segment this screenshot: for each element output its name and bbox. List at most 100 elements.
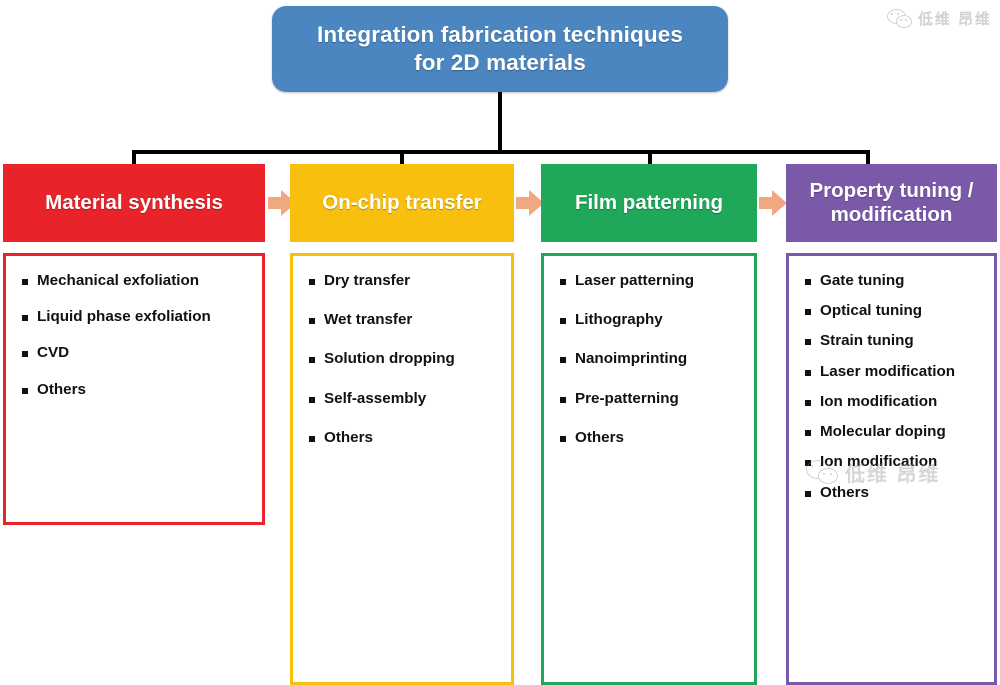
- bullet-icon: [805, 279, 811, 285]
- flow-arrow-2: [516, 190, 544, 216]
- column-header-line1: Property tuning /: [809, 179, 974, 203]
- list-item[interactable]: Others: [307, 429, 501, 447]
- list-item-label: Solution dropping: [324, 350, 455, 368]
- column-body-material-synthesis: Mechanical exfoliation Liquid phase exfo…: [3, 253, 265, 525]
- list-item-label: Wet transfer: [324, 311, 413, 329]
- list-item-label: Laser modification: [820, 362, 956, 380]
- list-item[interactable]: Optical tuning: [803, 302, 984, 320]
- column-header-material-synthesis[interactable]: Material synthesis: [3, 164, 265, 242]
- bullet-icon: [22, 387, 28, 394]
- list-item[interactable]: CVD: [20, 344, 252, 362]
- arrow-shaft: [759, 197, 774, 209]
- bullet-icon: [560, 318, 566, 325]
- arrow-shaft: [516, 197, 531, 209]
- column-body-film-patterning: Laser patterning Lithography Nanoimprint…: [541, 253, 757, 685]
- bullet-icon: [805, 369, 811, 376]
- list-item[interactable]: Others: [20, 381, 252, 399]
- bullet-icon: [22, 351, 28, 358]
- column-property-tuning: Property tuning / modification Gate tuni…: [786, 164, 997, 685]
- list-item[interactable]: Gate tuning: [803, 272, 984, 290]
- list-item[interactable]: Solution dropping: [307, 350, 501, 368]
- list-item-label: Others: [820, 483, 869, 501]
- list-item-label: Others: [324, 428, 373, 446]
- bullet-icon: [309, 396, 315, 403]
- column-film-patterning: Film patterning Laser patterning Lithogr…: [541, 164, 757, 685]
- list-item-label: Gate tuning: [820, 272, 905, 289]
- root-title-line2: for 2D materials: [414, 50, 586, 75]
- watermark-top-right: 低维 昂维: [886, 8, 992, 29]
- bullet-icon: [22, 279, 28, 285]
- bullet-icon: [560, 357, 566, 364]
- root-title-text: Integration fabrication techniques for 2…: [303, 21, 697, 77]
- bullet-icon: [309, 435, 315, 442]
- list-item[interactable]: Ion modification: [803, 453, 984, 471]
- list-item-label: Pre-patterning: [575, 389, 679, 407]
- bullet-icon: [22, 315, 28, 322]
- column-header-on-chip-transfer[interactable]: On-chip transfer: [290, 164, 514, 242]
- list-item-label: Laser patterning: [575, 272, 694, 289]
- column-header-property-tuning[interactable]: Property tuning / modification: [786, 164, 997, 242]
- list-item[interactable]: Strain tuning: [803, 332, 984, 350]
- list-item[interactable]: Others: [558, 429, 744, 447]
- list-item-label: Lithography: [575, 311, 663, 329]
- list-item[interactable]: Molecular doping: [803, 423, 984, 441]
- arrow-shaft: [268, 197, 283, 209]
- list-item-label: Others: [575, 428, 624, 446]
- list-item-label: Nanoimprinting: [575, 350, 688, 368]
- list-item-label: Self-assembly: [324, 389, 427, 407]
- bullet-icon: [309, 318, 315, 325]
- root-title-line1: Integration fabrication techniques: [317, 22, 683, 48]
- list-item-label: Dry transfer: [324, 272, 411, 289]
- column-body-property-tuning: Gate tuning Optical tuning Strain tuning…: [786, 253, 997, 685]
- connector-drop-col-1: [132, 150, 136, 166]
- list-item[interactable]: Laser patterning: [558, 272, 744, 290]
- list-item[interactable]: Wet transfer: [307, 311, 501, 329]
- list-item-label: Ion modification: [820, 392, 938, 410]
- bullet-icon: [805, 339, 811, 346]
- column-material-synthesis: Material synthesis Mechanical exfoliatio…: [3, 164, 265, 525]
- bullet-icon: [805, 430, 811, 437]
- connector-horizontal-bus: [132, 150, 870, 154]
- list-item-label: Molecular doping: [820, 423, 946, 441]
- flow-arrow-3: [759, 190, 787, 216]
- list-item-label: Ion modification: [820, 453, 938, 471]
- list-item-label: Others: [37, 380, 86, 398]
- list-item[interactable]: Ion modification: [803, 393, 984, 411]
- root-title-box: Integration fabrication techniques for 2…: [272, 6, 728, 92]
- column-header-label: On-chip transfer: [322, 191, 482, 215]
- list-item[interactable]: Lithography: [558, 311, 744, 329]
- list-item-label: Liquid phase exfoliation: [37, 308, 211, 326]
- arrow-head-icon: [529, 190, 544, 216]
- bullet-icon: [805, 399, 811, 406]
- wechat-logo-icon: [886, 8, 913, 29]
- list-item[interactable]: Nanoimprinting: [558, 350, 744, 368]
- list-item[interactable]: Others: [803, 484, 984, 502]
- arrow-head-icon: [772, 190, 787, 216]
- connector-drop-col-2: [400, 150, 404, 166]
- diagram-canvas: Integration fabrication techniques for 2…: [3, 6, 997, 685]
- connector-trunk-vertical: [498, 92, 502, 153]
- column-body-on-chip-transfer: Dry transfer Wet transfer Solution dropp…: [290, 253, 514, 685]
- list-item[interactable]: Liquid phase exfoliation: [20, 308, 252, 326]
- bullet-icon: [805, 309, 811, 316]
- bullet-icon: [805, 460, 811, 467]
- column-header-label: Property tuning / modification: [802, 179, 982, 227]
- list-item-label: Strain tuning: [820, 332, 914, 350]
- list-item[interactable]: Dry transfer: [307, 272, 501, 290]
- bullet-icon: [560, 396, 566, 403]
- list-item[interactable]: Self-assembly: [307, 390, 501, 408]
- bullet-icon: [309, 279, 315, 285]
- column-header-film-patterning[interactable]: Film patterning: [541, 164, 757, 242]
- list-item-label: Optical tuning: [820, 302, 923, 320]
- list-item-label: Mechanical exfoliation: [37, 272, 200, 289]
- bullet-icon: [560, 279, 566, 285]
- list-item[interactable]: Pre-patterning: [558, 390, 744, 408]
- column-header-line2: modification: [830, 203, 953, 226]
- bullet-icon: [309, 357, 315, 364]
- connector-drop-col-4: [866, 150, 870, 166]
- watermark-text: 低维 昂维: [917, 11, 992, 28]
- list-item[interactable]: Laser modification: [803, 363, 984, 381]
- list-item[interactable]: Mechanical exfoliation: [20, 272, 252, 290]
- connector-drop-col-3: [648, 150, 652, 166]
- bullet-icon: [560, 435, 566, 442]
